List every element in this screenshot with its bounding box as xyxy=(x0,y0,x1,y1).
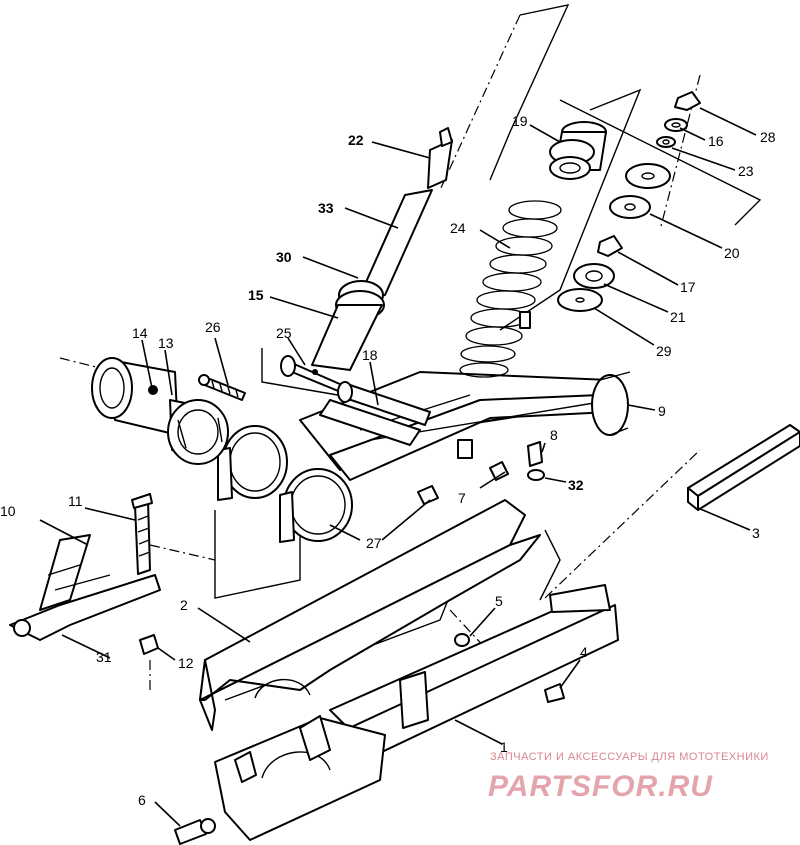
shock-absorber xyxy=(280,127,453,403)
callout-13: 13 xyxy=(158,335,174,351)
callout-5: 5 xyxy=(495,593,503,609)
callout-11: 11 xyxy=(68,493,83,509)
watermark: ЗАПЧАСТИ И АКСЕССУАРЫ ДЛЯ МОТОТЕХНИКИ PA… xyxy=(488,751,769,803)
shock-top-hardware xyxy=(519,91,701,329)
callout-14: 14 xyxy=(132,325,148,341)
watermark-logo: PARTSFOR.RU xyxy=(488,770,713,803)
callout-3: 3 xyxy=(752,525,760,541)
callout-28: 28 xyxy=(760,129,776,145)
callout-31: 31 xyxy=(96,649,112,665)
screw-26 xyxy=(198,374,246,401)
callout-16: 16 xyxy=(708,133,724,149)
callout-21: 21 xyxy=(670,309,686,325)
callout-33: 33 xyxy=(318,200,334,216)
callout-32: 32 xyxy=(568,477,584,493)
callout-7: 7 xyxy=(458,490,466,506)
clamp-rings xyxy=(217,425,353,543)
square-bar-3 xyxy=(687,424,800,511)
callout-23: 23 xyxy=(738,163,754,179)
swing-arm-frame xyxy=(299,371,631,481)
callout-8: 8 xyxy=(550,427,558,443)
callout-9: 9 xyxy=(658,403,666,419)
callout-15: 15 xyxy=(248,287,264,303)
callout-18: 18 xyxy=(362,347,378,363)
bushings xyxy=(91,357,229,465)
spring-24 xyxy=(459,200,562,378)
leader-lines xyxy=(39,107,757,827)
callout-12: 12 xyxy=(178,655,194,671)
callout-17: 17 xyxy=(680,279,696,295)
callout-19: 19 xyxy=(512,113,528,129)
callout-29: 29 xyxy=(656,343,672,359)
callout-20: 20 xyxy=(724,245,740,261)
bracket-10 xyxy=(9,493,161,655)
callout-30: 30 xyxy=(276,249,292,265)
callout-labels: 1234567891011121314151617181920212223242… xyxy=(0,113,776,808)
callout-22: 22 xyxy=(348,132,364,148)
rails xyxy=(199,499,619,841)
watermark-tagline: ЗАПЧАСТИ И АКСЕССУАРЫ ДЛЯ МОТОТЕХНИКИ xyxy=(490,751,769,763)
callout-1: 1 xyxy=(500,739,508,755)
callout-27: 27 xyxy=(366,535,382,551)
callout-10: 10 xyxy=(0,503,16,519)
callout-2: 2 xyxy=(180,597,188,613)
small-hardware xyxy=(174,441,565,845)
callout-25: 25 xyxy=(276,325,292,341)
callout-26: 26 xyxy=(205,319,221,335)
callout-6: 6 xyxy=(138,792,146,808)
callout-24: 24 xyxy=(450,220,466,236)
callout-4: 4 xyxy=(580,644,588,660)
